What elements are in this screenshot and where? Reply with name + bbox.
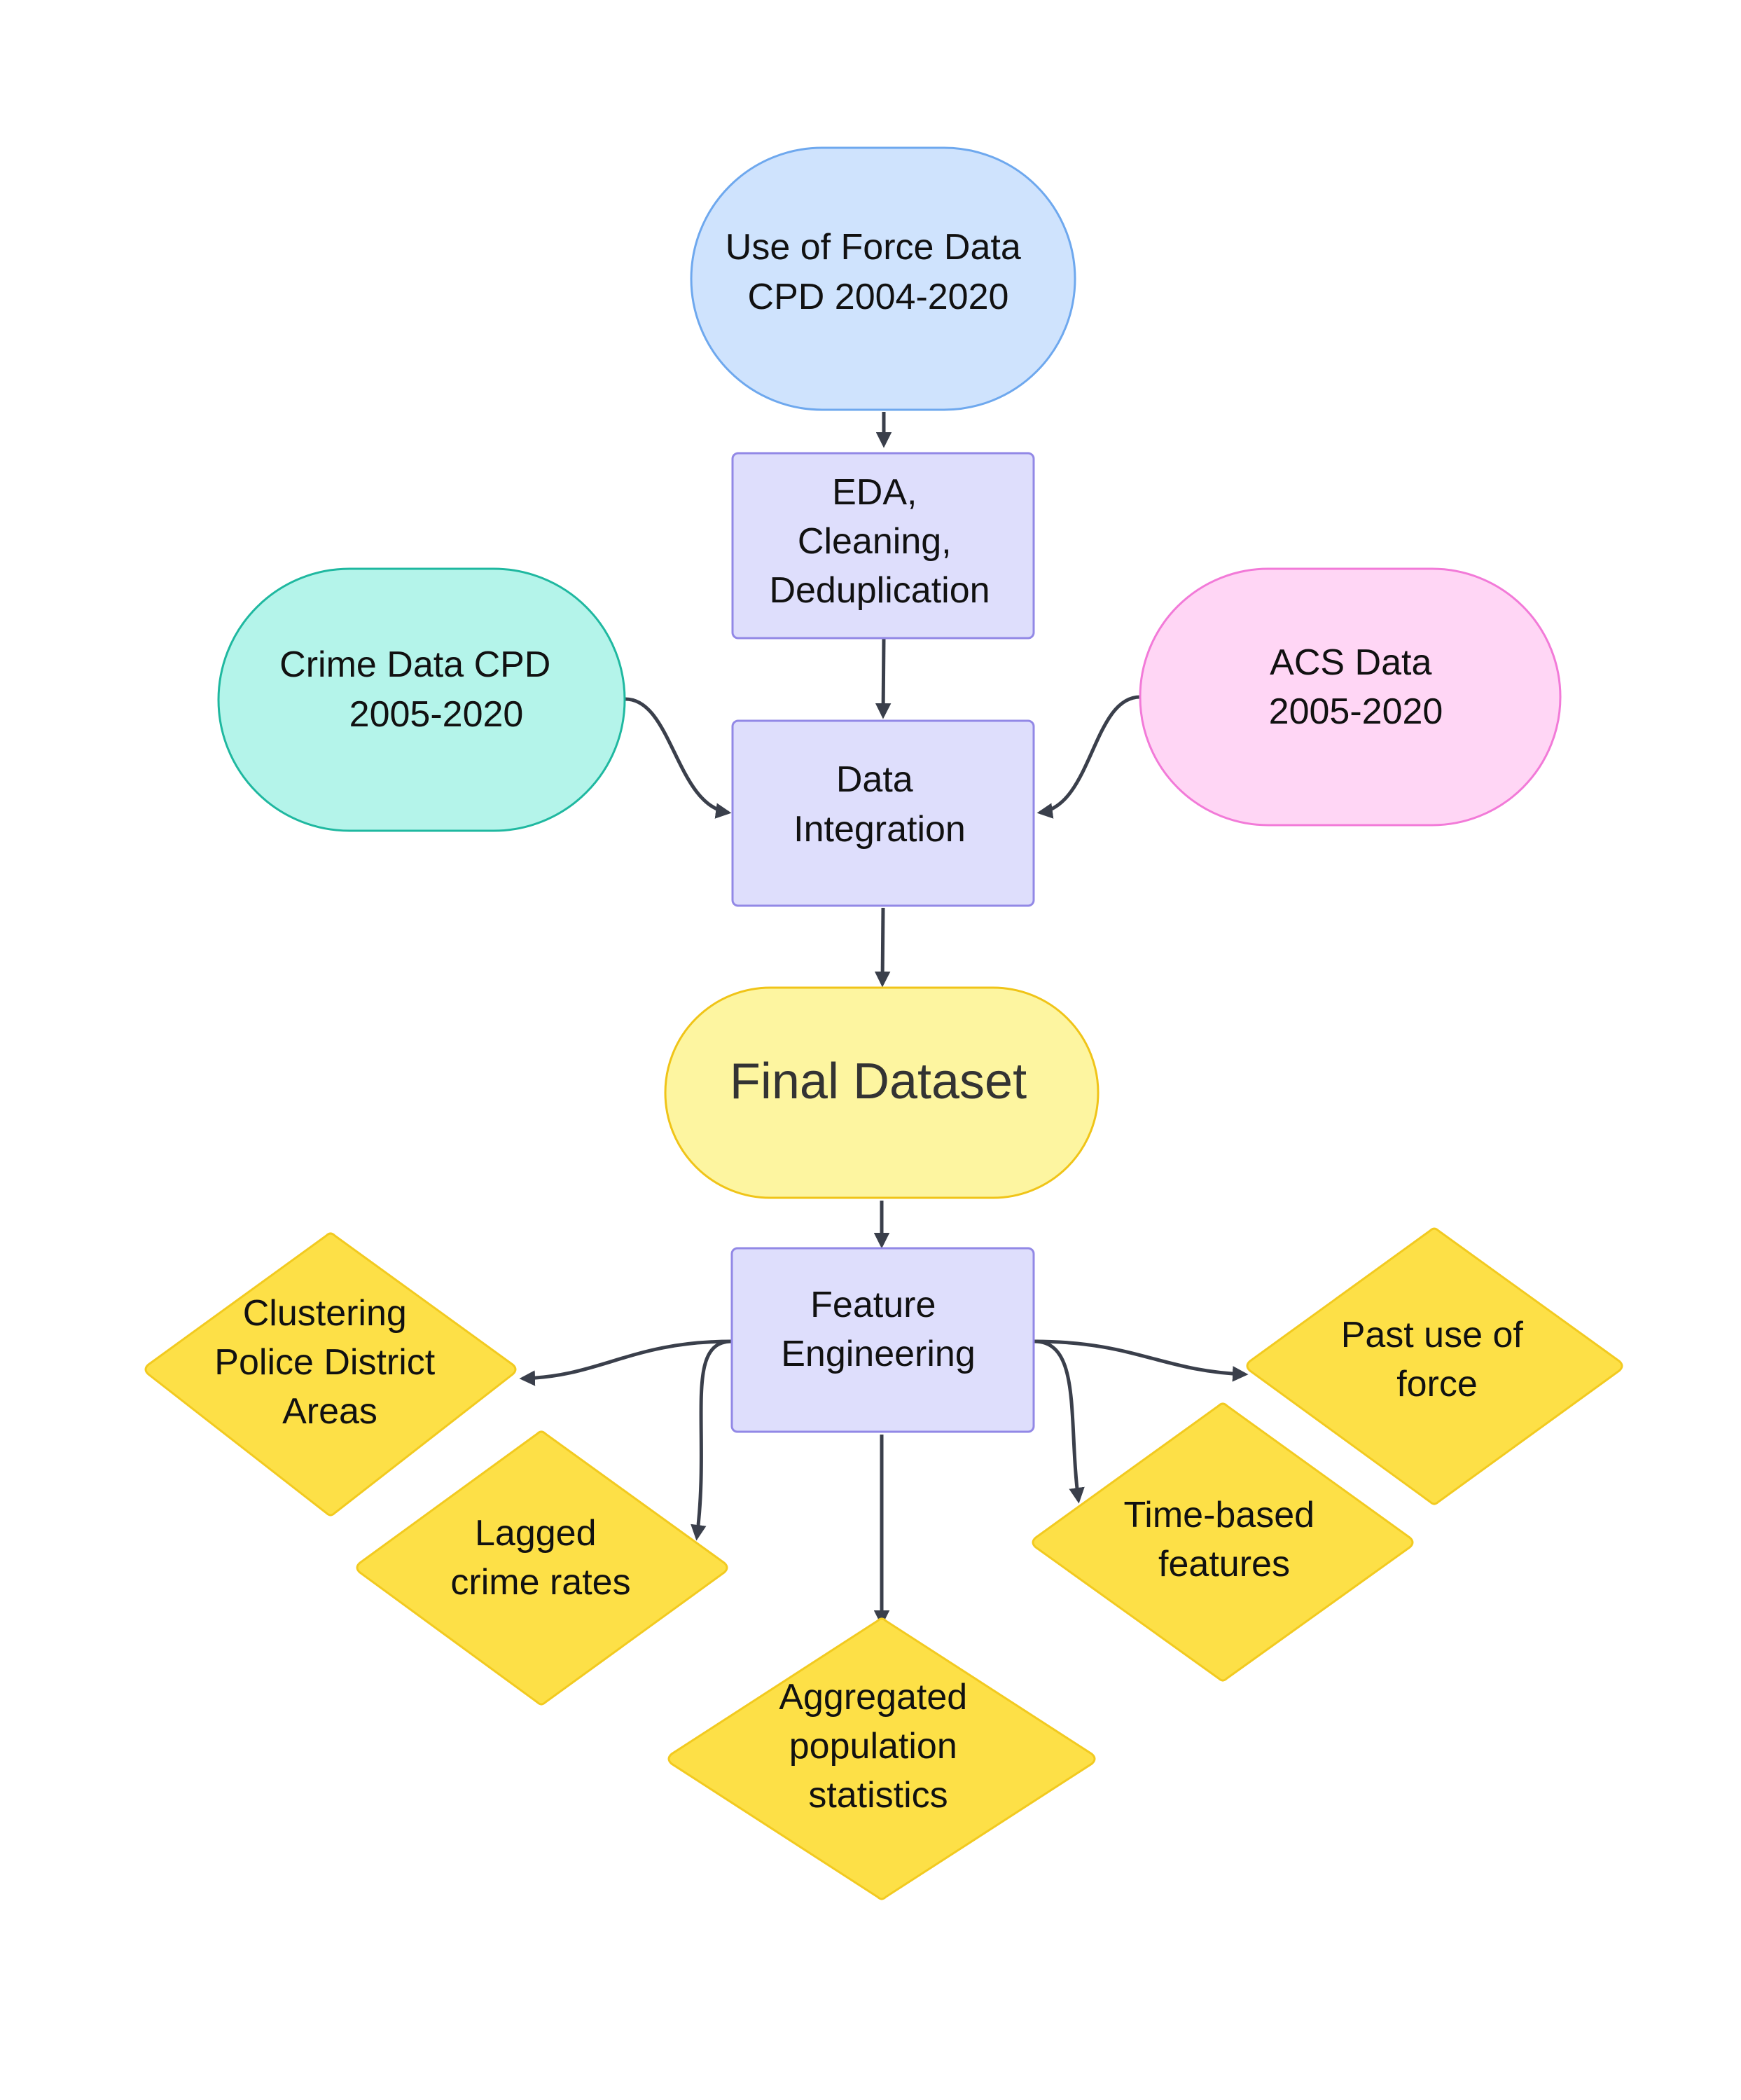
arrow-integration-to-final xyxy=(874,907,891,988)
eda-label-line-3: Deduplication xyxy=(769,570,990,611)
aggregated-population-label-line-1: Aggregated xyxy=(779,1677,967,1718)
data-integration-label-line-2: Integration xyxy=(793,809,966,850)
aggregated-population-label-line-2: population xyxy=(789,1726,957,1767)
final-dataset-label: Final Dataset xyxy=(730,1054,1027,1110)
time-based-features-label-line-2: features xyxy=(1158,1544,1290,1584)
acs-data-node xyxy=(1139,567,1562,827)
clustering-label-line-1: Clustering xyxy=(243,1293,407,1334)
clustering-label-line-2: Police District xyxy=(214,1342,435,1383)
crime-data-node xyxy=(217,567,626,832)
lagged-crime-rates-node xyxy=(356,1430,728,1706)
crime-data-label-line-1: Crime Data CPD xyxy=(279,644,550,685)
acs-data-label-line-1: ACS Data xyxy=(1270,642,1431,683)
eda-node xyxy=(731,452,1035,640)
lagged-crime-rates-label-line-2: crime rates xyxy=(450,1562,630,1603)
use-of-force-label-line-2: CPD 2004-2020 xyxy=(748,277,1009,317)
feature-engineering-label-line-1: Feature xyxy=(810,1285,936,1325)
past-use-of-force-label: Past use of force xyxy=(1341,1315,1534,1404)
arrow-eda-to-integration xyxy=(875,638,892,719)
use-of-force-node xyxy=(690,146,1076,411)
feature-engineering-node xyxy=(730,1247,1035,1433)
data-integration-label: Data Integration xyxy=(793,759,966,850)
use-of-force-label-line-1: Use of Force Data xyxy=(726,227,1021,268)
arrow-feature-to-lagged xyxy=(691,1339,733,1541)
final-dataset-label-line-1: Final Dataset xyxy=(730,1054,1027,1110)
past-use-of-force-node xyxy=(1246,1227,1623,1505)
eda-label-line-1: EDA, xyxy=(832,472,917,513)
lagged-crime-rates-label: Lagged crime rates xyxy=(450,1513,630,1603)
past-use-of-force-label-line-1: Past use of xyxy=(1341,1315,1524,1355)
feature-engineering-label-line-2: Engineering xyxy=(781,1334,976,1374)
eda-label: EDA, Cleaning, Deduplication xyxy=(769,472,990,611)
final-dataset-node xyxy=(664,986,1100,1199)
aggregated-population-node xyxy=(667,1617,1096,1900)
data-integration-label-line-1: Data xyxy=(836,759,913,800)
use-of-force-label: Use of Force Data CPD 2004-2020 xyxy=(726,227,1031,317)
past-use-of-force-label-line-2: force xyxy=(1396,1364,1478,1404)
connectors xyxy=(519,412,1249,1626)
clustering-node xyxy=(144,1232,517,1517)
arrow-feature-to-time-based xyxy=(1034,1339,1085,1504)
acs-data-label-line-2: 2005-2020 xyxy=(1269,691,1443,732)
data-integration-node xyxy=(731,719,1035,907)
crime-data-label: Crime Data CPD 2005-2020 xyxy=(279,644,561,735)
acs-data-label: ACS Data 2005-2020 xyxy=(1269,642,1443,732)
feature-engineering-label: Feature Engineering xyxy=(781,1285,976,1374)
clustering-label: Clustering Police District Areas xyxy=(214,1293,445,1432)
arrow-acs-to-integration xyxy=(1036,695,1141,819)
arrow-crime-to-integration xyxy=(625,697,732,819)
arrow-feature-to-past-force xyxy=(1034,1339,1249,1382)
crime-data-label-line-2: 2005-2020 xyxy=(349,694,524,735)
aggregated-population-label: Aggregated population statistics xyxy=(779,1677,977,1816)
time-based-features-label-line-1: Time-based xyxy=(1123,1495,1315,1535)
aggregated-population-label-line-3: statistics xyxy=(808,1775,948,1816)
clustering-label-line-3: Areas xyxy=(282,1391,377,1432)
arrow-feature-to-clustering xyxy=(519,1339,733,1386)
time-based-features-label: Time-based features xyxy=(1123,1495,1324,1584)
eda-label-line-2: Cleaning, xyxy=(798,521,952,562)
lagged-crime-rates-label-line-1: Lagged xyxy=(475,1513,597,1554)
time-based-features-node xyxy=(1032,1402,1414,1682)
